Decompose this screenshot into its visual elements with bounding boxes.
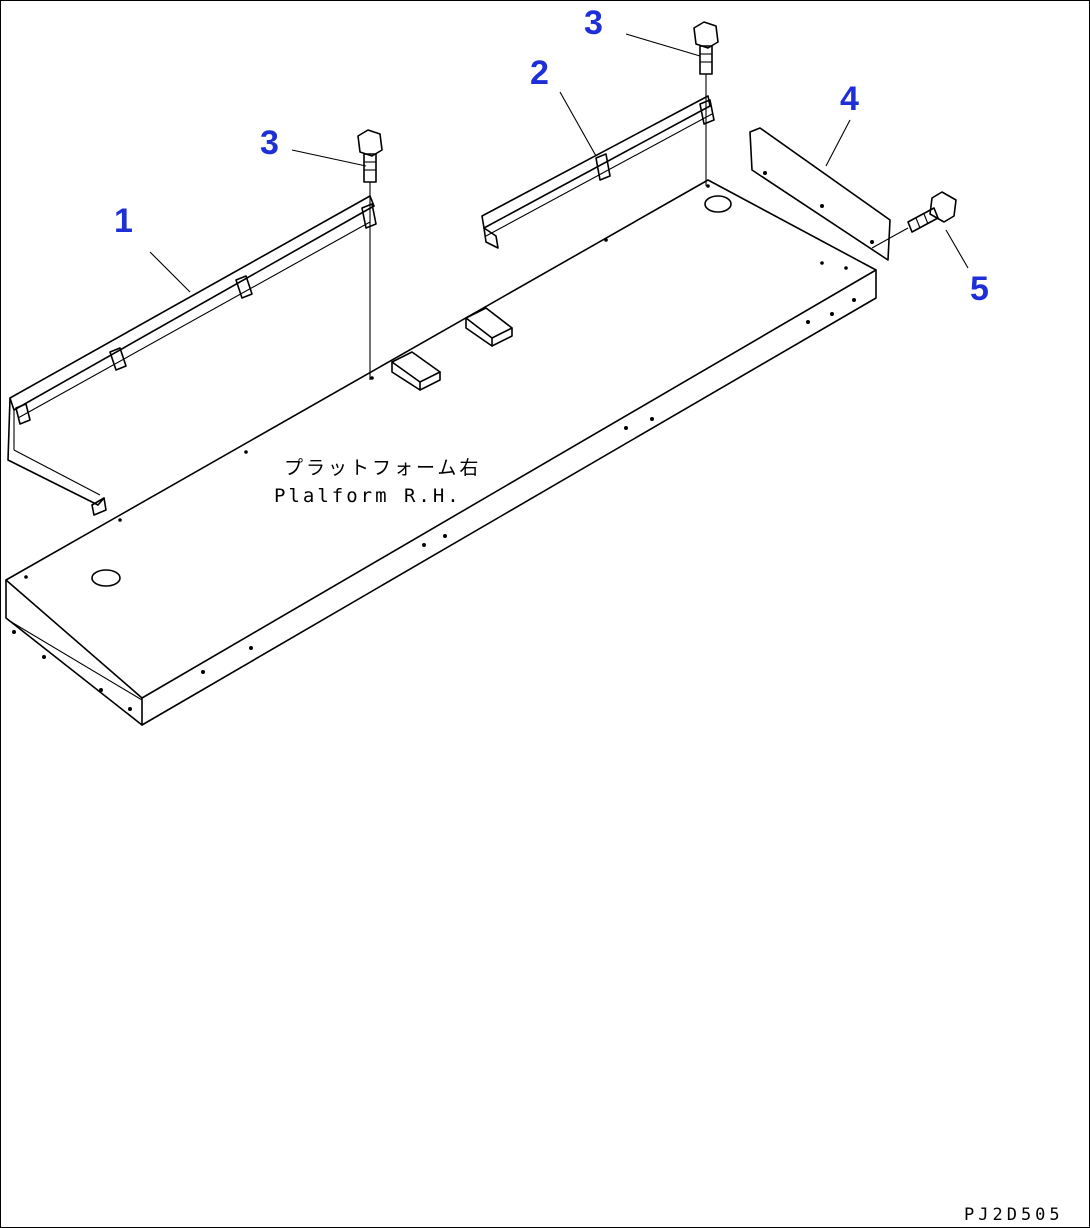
part-3-bolt-left: [357, 129, 383, 380]
callout-3-right: 3: [584, 4, 603, 42]
part-5-bolt: [871, 191, 957, 249]
callout-3-left: 3: [260, 124, 279, 162]
platform-body: [5, 179, 877, 726]
platform-opening-rear: [704, 195, 732, 213]
part-2-bracket: [481, 95, 715, 249]
part-4-cover-plate: [749, 127, 891, 261]
leader-lines: [149, 33, 969, 293]
leader-4: [825, 119, 851, 167]
part-1-bracket: [7, 195, 377, 516]
leader-3b: [625, 33, 701, 57]
platform-mount-block-2: [465, 307, 513, 347]
leader-5: [945, 229, 969, 269]
leader-1: [149, 251, 191, 293]
platform-opening-front: [91, 569, 121, 587]
platform-mount-block-1: [391, 351, 441, 391]
platform-front-face: [141, 269, 877, 726]
platform-top-face: [5, 179, 877, 699]
platform-bolt-holes: [12, 184, 856, 711]
part-label-en: Plalform R.H.: [274, 485, 462, 507]
leader-3a: [291, 149, 367, 167]
leader-2: [559, 91, 597, 157]
part-3-bolt-right: [693, 21, 719, 186]
drawing-code: PJ2D505: [964, 1205, 1064, 1225]
platform-left-face: [5, 579, 143, 726]
callout-1: 1: [114, 202, 133, 240]
part-label-jp: プラットフォーム右: [284, 457, 481, 479]
callout-2: 2: [530, 54, 549, 92]
callout-5: 5: [970, 270, 989, 308]
callout-4: 4: [840, 80, 859, 118]
